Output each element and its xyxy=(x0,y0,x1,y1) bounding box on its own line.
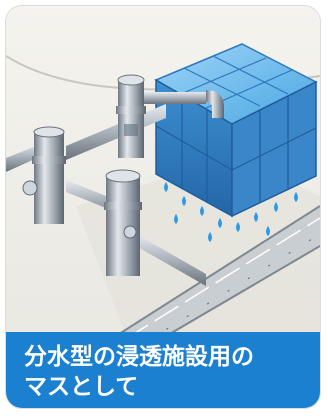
caption-line-2: マスとして xyxy=(24,374,139,400)
caption-panel: 分水型の浸透施設用の マスとして xyxy=(6,332,320,408)
illustration-card[interactable]: 分水型の浸透施設用の マスとして xyxy=(6,6,320,408)
pipe-network xyxy=(6,74,224,286)
infiltration-boxes xyxy=(154,43,318,218)
water-drop-icon xyxy=(164,182,298,242)
caption-line-1: 分水型の浸透施設用の xyxy=(24,344,254,370)
gutter-channel xyxy=(115,205,320,343)
